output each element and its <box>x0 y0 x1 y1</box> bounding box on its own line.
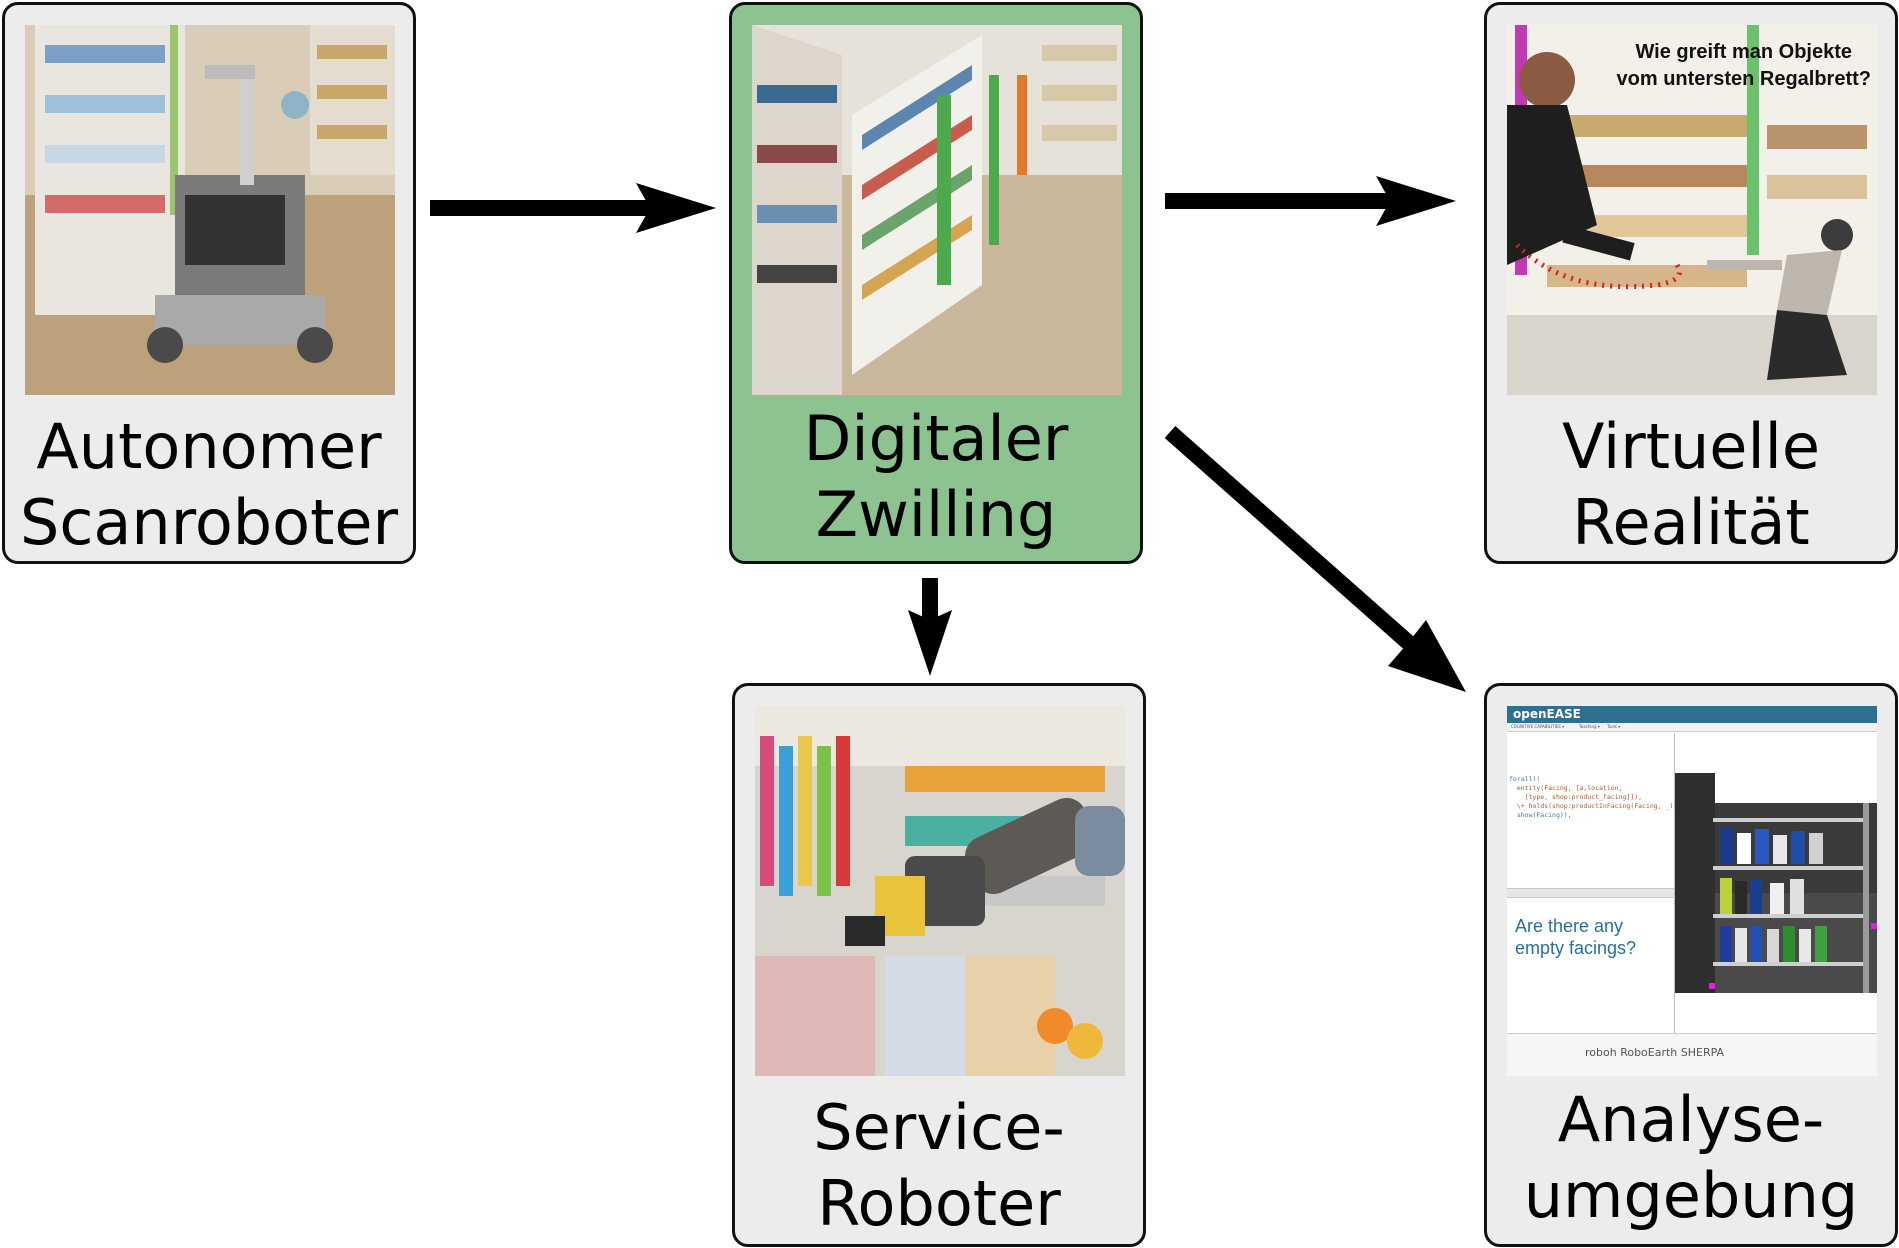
label-line: Virtuelle <box>1561 410 1821 483</box>
openease-title: openEASE <box>1513 707 1581 721</box>
arrow-scan-to-twin <box>430 183 716 233</box>
vr-caption-line: vom untersten Regalbrett? <box>1616 68 1871 90</box>
openease-3d-view <box>1675 733 1877 1033</box>
node-label: Autonomer Scanroboter <box>5 409 413 561</box>
openease-screenshot: openEASE COGNITIVE CAPABILITIES ▾ Teachi… <box>1507 706 1877 1076</box>
query-line: [type, shop:product_facing]]), <box>1509 793 1643 801</box>
query-line: show(Facing)), <box>1509 811 1572 819</box>
openease-question: Are there any empty facings? <box>1515 915 1636 959</box>
openease-footer-logos: roboh RoboEarth SHERPA <box>1585 1046 1725 1059</box>
digital-twin-render <box>752 25 1122 395</box>
label-line: Roboter <box>817 1167 1061 1240</box>
openease-menu: COGNITIVE CAPABILITIES ▾ Teaching ▾ Tool… <box>1507 723 1877 732</box>
openease-query-panel: forall(( entity(Facing, [a,location, [ty… <box>1507 733 1685 1033</box>
arrow-twin-to-robot <box>908 578 952 676</box>
node-digital-twin: Digitaler Zwilling <box>729 2 1143 564</box>
openease-query: forall(( entity(Facing, [a,location, [ty… <box>1509 775 1685 820</box>
node-label: Digitaler Zwilling <box>732 401 1140 553</box>
arrow-twin-to-analysis <box>1164 426 1466 692</box>
vr-caption-line: Wie greift man Objekte <box>1635 41 1853 63</box>
question-line: empty facings? <box>1515 938 1637 958</box>
node-label: Service- Roboter <box>735 1090 1143 1242</box>
query-line: entity(Facing, [a,location, <box>1509 784 1623 792</box>
label-line: Analyse- <box>1557 1083 1825 1156</box>
question-line: Are there any <box>1515 916 1624 936</box>
vr-photo: Wie greift man Objekte vom untersten Reg… <box>1507 25 1877 395</box>
openease-menu-item: Tools ▾ <box>1607 724 1621 729</box>
query-line: forall(( <box>1509 775 1541 783</box>
label-line: Autonomer <box>36 410 382 483</box>
node-virtual-reality: Wie greift man Objekte vom untersten Reg… <box>1484 2 1898 564</box>
scanroboter-photo <box>25 25 395 395</box>
node-scanroboter: Autonomer Scanroboter <box>2 2 416 564</box>
openease-menu-item: Teaching ▾ <box>1579 724 1600 729</box>
node-service-robot: Service- Roboter <box>732 683 1146 1247</box>
arrow-twin-to-vr <box>1165 176 1456 226</box>
service-robot-photo <box>755 706 1125 1076</box>
node-analysis: openEASE COGNITIVE CAPABILITIES ▾ Teachi… <box>1484 683 1898 1247</box>
openease-menu-item: COGNITIVE CAPABILITIES ▾ <box>1511 724 1565 729</box>
label-line: Scanroboter <box>19 486 399 559</box>
label-line: Digitaler <box>803 402 1069 475</box>
label-line: Service- <box>813 1091 1065 1164</box>
label-line: Zwilling <box>815 478 1057 551</box>
label-line: umgebung <box>1523 1159 1859 1232</box>
query-line: \+ holds(shop:productInFacing(Facing, _)… <box>1509 802 1686 810</box>
node-label: Analyse- umgebung <box>1487 1082 1895 1234</box>
vr-caption: Wie greift man Objekte vom untersten Reg… <box>1617 39 1871 93</box>
openease-titlebar: openEASE <box>1507 706 1877 723</box>
openease-footer: roboh RoboEarth SHERPA <box>1507 1033 1877 1076</box>
node-label: Virtuelle Realität <box>1487 409 1895 561</box>
label-line: Realität <box>1572 486 1810 559</box>
openease-divider <box>1507 888 1674 898</box>
